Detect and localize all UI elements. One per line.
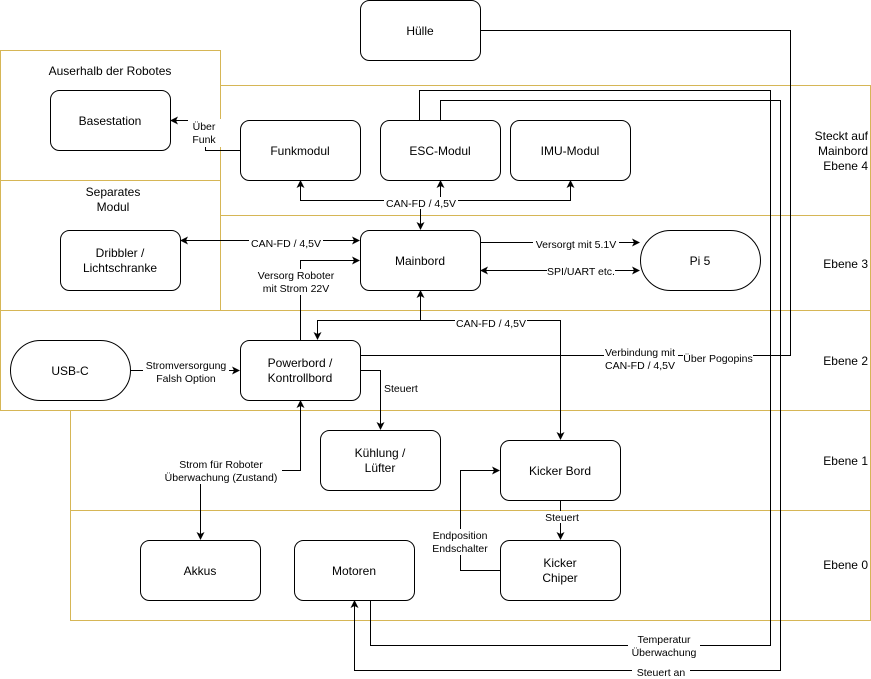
label-canfd-dribbler: CAN-FD / 4,5V — [251, 238, 321, 250]
node-mainbord[interactable]: Mainbord — [360, 230, 481, 291]
node-motoren[interactable]: Motoren — [294, 540, 415, 601]
edge-huelle-powerbord — [360, 30, 791, 356]
node-usbc-label: USB-C — [51, 364, 89, 378]
node-esc-label: ESC-Modul — [409, 144, 470, 158]
node-kicker-bord[interactable]: Kicker Bord — [500, 440, 621, 501]
node-funkmodul-label: Funkmodul — [270, 144, 329, 158]
node-esc-modul[interactable]: ESC-Modul — [380, 120, 501, 181]
node-dribbler[interactable]: Dribbler /Lichtschranke — [60, 230, 181, 291]
node-funkmodul[interactable]: Funkmodul — [240, 120, 361, 181]
label-pi-spi: SPI/UART etc. — [547, 266, 615, 278]
label-steuert-an: Steuert an — [637, 667, 686, 679]
edge-canfd-funk — [296, 180, 421, 201]
node-usbc[interactable]: USB-C — [10, 340, 131, 401]
label-steuert-kuehlung: Steuert — [384, 383, 418, 395]
edge-powerbord-mainbord — [300, 256, 360, 340]
label-pi-power: Versorgt mit 5.1V — [536, 239, 617, 251]
label-pogopins: Über Pogopins — [683, 353, 752, 365]
node-powerbord[interactable]: Powerbord /Kontrollbord — [240, 340, 361, 401]
edge-esc-motors — [350, 100, 781, 671]
layer-level-2-label: Ebene 2 — [823, 354, 868, 368]
node-pi5-label: Pi 5 — [690, 254, 711, 268]
label-canfd-top: CAN-FD / 4,5V — [386, 198, 456, 210]
node-huelle[interactable]: Hülle — [360, 0, 481, 61]
node-imu-modul[interactable]: IMU-Modul — [510, 120, 631, 181]
layer-level-3-label: Ebene 3 — [823, 257, 868, 271]
layer-level-1-label: Ebene 1 — [823, 454, 868, 468]
node-akkus[interactable]: Akkus — [140, 540, 261, 601]
node-kuehlung-label: Kühlung /Lüfter — [355, 446, 406, 475]
label-canfd-kicker: CAN-FD / 4,5V — [456, 318, 526, 330]
edge-canfd-imu — [420, 180, 575, 201]
edge-powerbord-kuehlung — [360, 370, 385, 430]
edge-canfd-kicker — [420, 320, 565, 440]
edge-esc-temperature — [370, 90, 771, 646]
node-motoren-label: Motoren — [332, 564, 376, 578]
node-akkus-label: Akkus — [184, 564, 217, 578]
label-steuert-kicker: Steuert — [545, 512, 579, 524]
node-pi5[interactable]: Pi 5 — [640, 230, 761, 291]
layer-outside-label: Auserhalb der Robotes — [49, 64, 172, 78]
node-basestation-label: Basestation — [79, 114, 142, 128]
node-imu-label: IMU-Modul — [541, 144, 600, 158]
node-dribbler-label: Dribbler /Lichtschranke — [83, 246, 157, 275]
node-huelle-label: Hülle — [406, 24, 434, 38]
node-powerbord-label: Powerbord /Kontrollbord — [268, 356, 333, 385]
node-kickerbord-label: Kicker Bord — [529, 464, 591, 478]
layer-level-3: Ebene 3 — [220, 215, 871, 311]
layer-level-0-label: Ebene 0 — [823, 558, 868, 572]
edge-canfd-powerbord — [313, 320, 421, 340]
node-basestation[interactable]: Basestation — [50, 90, 171, 151]
edge-chiper-kickerbord — [460, 466, 500, 571]
node-kuehlung[interactable]: Kühlung /Lüfter — [320, 430, 441, 491]
node-mainbord-label: Mainbord — [395, 254, 445, 268]
